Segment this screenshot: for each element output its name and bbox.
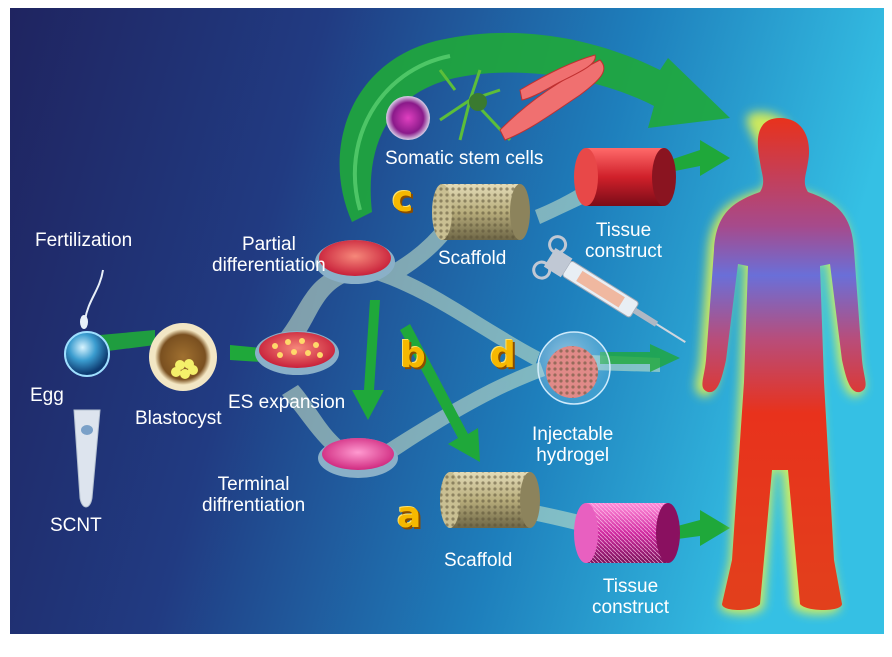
partial-differentiation-dish <box>315 240 395 284</box>
route-letter-a: a <box>397 498 421 534</box>
scaffold-top <box>432 184 530 240</box>
tissue-construct-bottom <box>574 503 680 563</box>
label-terminal-differentiation: Terminal diffrentiation <box>202 474 305 516</box>
label-terminal-line1: Terminal <box>202 474 305 495</box>
route-letter-d: d <box>490 338 516 374</box>
label-partial-line1: Partial <box>212 234 326 255</box>
label-tissue-top-line1: Tissue <box>585 220 662 241</box>
label-partial-differentiation: Partial differentiation <box>212 234 326 276</box>
label-tissue-top-line2: construct <box>585 241 662 262</box>
label-egg: Egg <box>30 385 64 406</box>
injectable-hydrogel <box>538 332 610 404</box>
label-blastocyst: Blastocyst <box>135 408 222 429</box>
label-hydrogel-line2: hydrogel <box>532 445 613 466</box>
label-hydrogel-line1: Injectable <box>532 424 613 445</box>
label-es-expansion: ES expansion <box>228 392 345 413</box>
label-scaffold-top: Scaffold <box>438 248 506 269</box>
label-tissue-bottom-line1: Tissue <box>592 576 669 597</box>
label-somatic-stem-cells: Somatic stem cells <box>385 148 543 169</box>
label-fertilization: Fertilization <box>35 230 132 251</box>
route-letter-c: c <box>392 182 413 218</box>
label-partial-line2: differentiation <box>212 255 326 276</box>
terminal-differentiation-dish <box>318 438 398 478</box>
egg <box>65 332 109 376</box>
blastocyst <box>149 323 217 391</box>
label-scaffold-bottom: Scaffold <box>444 550 512 571</box>
route-letter-b: b <box>400 338 426 374</box>
scaffold-bottom <box>440 472 540 528</box>
label-injectable-hydrogel: Injectable hydrogel <box>532 424 613 466</box>
label-tissue-construct-bottom: Tissue construct <box>592 576 669 618</box>
label-tissue-bottom-line2: construct <box>592 597 669 618</box>
label-tissue-construct-top: Tissue construct <box>585 220 662 262</box>
es-expansion-dish <box>255 331 339 375</box>
label-scnt: SCNT <box>50 515 102 536</box>
label-terminal-line2: diffrentiation <box>202 495 305 516</box>
tissue-construct-top <box>574 148 676 206</box>
